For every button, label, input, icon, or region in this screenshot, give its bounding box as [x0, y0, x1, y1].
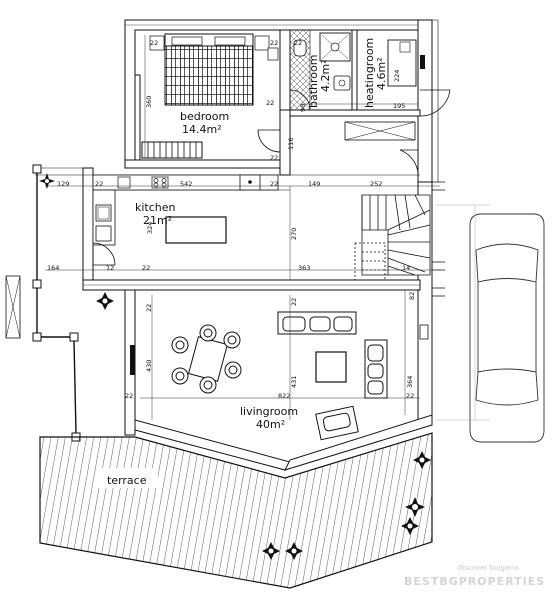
dimension-label: 324	[146, 222, 154, 234]
pillow	[171, 36, 203, 46]
bathroom-area: bathroom 4.2m²	[289, 29, 351, 111]
staircase	[354, 194, 431, 281]
bedroom-door	[257, 129, 281, 153]
terrace-name: terrace	[107, 474, 147, 487]
dimension-label: 22	[95, 180, 103, 188]
dimension-label: 149	[308, 180, 320, 188]
dimension-label: 822	[278, 392, 290, 400]
livingroom-area-label: 40m²	[256, 418, 285, 431]
bedroom-name: bedroom	[180, 110, 229, 123]
plant-icon	[405, 497, 425, 517]
dimension-label: 22	[406, 392, 414, 400]
watermark: discover bulgaria BESTBGPROPERTIES	[404, 564, 545, 588]
bathroom-area-label: 4.2m²	[319, 59, 332, 92]
dimension-label: 363	[298, 264, 310, 272]
window	[420, 55, 425, 69]
hall-door	[399, 149, 419, 181]
plant-icon	[262, 542, 280, 560]
bathroom-door	[289, 89, 311, 111]
kitchen-door	[92, 242, 116, 266]
porch-posts	[5, 164, 81, 442]
window	[130, 345, 135, 375]
heatingroom-area: heatingroom 4.6m²	[363, 38, 451, 117]
dimension-label: 22	[145, 304, 153, 312]
dimension-label: 164	[47, 264, 59, 272]
plants	[39, 173, 431, 560]
car	[469, 213, 545, 443]
livingroom-name: livingroom	[240, 405, 298, 418]
dimension-label: 252	[370, 180, 382, 188]
plant-icon	[401, 517, 419, 535]
dimension-label: 364	[406, 376, 414, 388]
dimension-label: 270	[290, 228, 298, 240]
kitchen-island	[165, 216, 227, 244]
walls	[35, 19, 445, 471]
dimension-label: 360	[145, 96, 153, 108]
fireplace	[419, 324, 429, 340]
dishwasher	[95, 225, 112, 242]
dimension-label: 195	[393, 102, 405, 110]
nightstand	[254, 35, 270, 51]
sofa	[364, 339, 388, 399]
dimension-label: 430	[145, 360, 153, 372]
plant-icon	[39, 173, 55, 189]
dimension-label: 22	[125, 392, 133, 400]
bed	[164, 39, 254, 106]
dimension-label: 431	[290, 376, 298, 388]
kitchen-area: kitchen 21m²	[92, 174, 279, 266]
watermark-brand: BESTBGPROPERTIES	[404, 575, 545, 588]
coffee-table	[315, 351, 347, 383]
bedroom-area-label: 14.4m²	[182, 123, 222, 136]
terrace-area: terrace	[39, 432, 433, 589]
watermark-tagline: discover bulgaria	[458, 564, 518, 572]
dimension-label: 22	[142, 264, 150, 272]
sofa	[277, 311, 357, 335]
bedroom-area: bedroom 14.4m²	[141, 33, 281, 159]
livingroom-area: livingroom 40m²	[130, 311, 429, 441]
bathroom-name: bathroom	[307, 55, 320, 108]
kitchen-name: kitchen	[135, 201, 176, 214]
toilet	[293, 39, 307, 57]
dimension-lines	[45, 35, 490, 421]
exterior-door	[419, 89, 451, 117]
dimension-label: 22	[294, 39, 302, 47]
dimension-labels: 22 22 22 22 360 116 195 224 98 129 22 54…	[47, 39, 416, 400]
dimension-label: 14	[402, 264, 410, 272]
dimension-label: 22	[290, 298, 298, 306]
dimension-label: 98	[299, 104, 307, 112]
heatingroom-name: heatingroom	[363, 38, 376, 108]
dimension-label: 129	[57, 180, 69, 188]
armchair	[315, 405, 359, 441]
dining-table	[171, 324, 242, 394]
kitchen-area-label: 21m²	[143, 214, 172, 227]
plant-icon	[285, 542, 303, 560]
plant-icon	[96, 292, 114, 310]
dimension-label: 542	[180, 180, 192, 188]
dimension-label: 116	[287, 138, 295, 150]
heatingroom-area-label: 4.6m²	[375, 57, 388, 90]
dimension-label: 22	[150, 39, 158, 47]
dimension-label: 22	[270, 180, 278, 188]
dimension-label: 82	[408, 292, 416, 300]
dimension-label: 22	[266, 99, 274, 107]
dimension-label: 22	[270, 39, 278, 47]
bedside-lamp	[267, 47, 279, 61]
dimension-label: 22	[270, 154, 278, 162]
pillow	[214, 36, 246, 46]
plant-icon	[413, 451, 431, 469]
nightstand	[149, 35, 165, 51]
dimension-label: 12	[106, 264, 114, 272]
dimension-label: 224	[393, 70, 401, 82]
stove	[151, 176, 169, 189]
hall-area	[344, 121, 431, 281]
